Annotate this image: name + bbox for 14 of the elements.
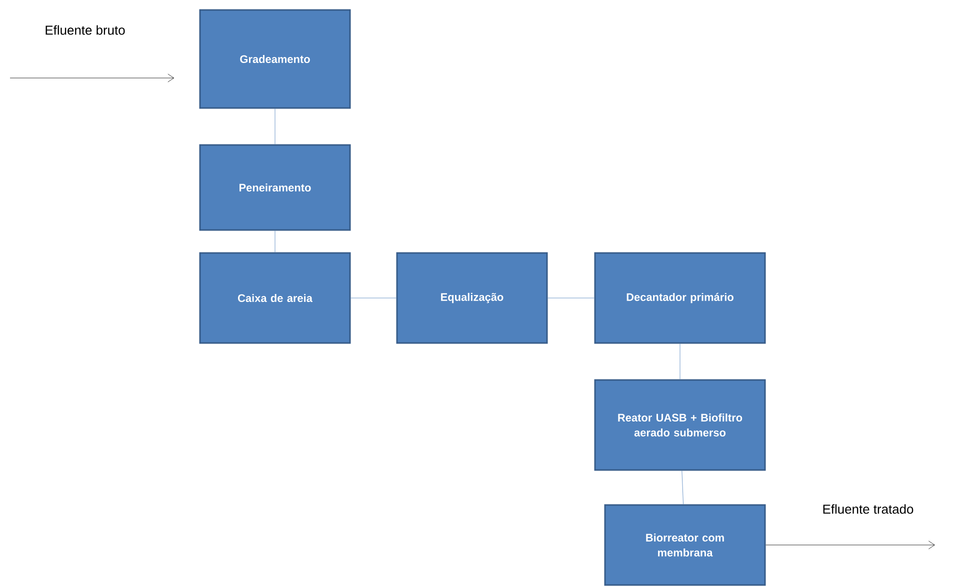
arrow [766, 540, 935, 550]
process-box: Biorreator com membrana [604, 504, 766, 586]
connector-line [274, 230, 276, 252]
connector-line [274, 108, 276, 144]
process-box: Caixa de areia [199, 252, 351, 344]
process-box: Gradeamento [199, 9, 351, 109]
edge-label: Efluente tratado [823, 504, 914, 514]
process-box: Decantador primário [594, 252, 766, 344]
arrow [10, 74, 174, 82]
process-box: Reator UASB + Biofiltro aerado submerso [594, 379, 766, 471]
edge-label: Efluente bruto [46, 25, 125, 35]
process-box: Equalização [396, 252, 548, 344]
process-box: Peneiramento [199, 144, 351, 231]
connector-line [682, 470, 684, 504]
